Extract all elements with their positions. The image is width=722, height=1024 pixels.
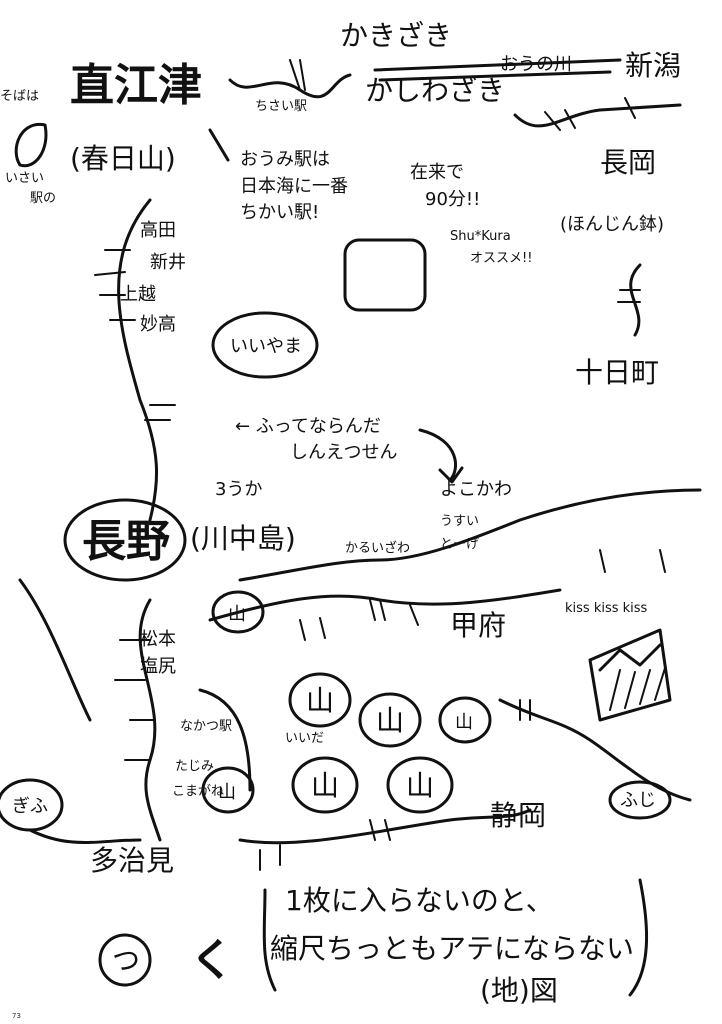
label-tajimi: 多治見 (90, 844, 174, 877)
label-kofu: 甲府 (450, 609, 506, 642)
note-kashiwazaki: かしわざき (365, 74, 505, 107)
label-shizuoka: 静岡 (490, 799, 546, 832)
note-komagane: こまがね (172, 784, 224, 799)
mountain-label: 山 (218, 782, 236, 803)
footer-line-2: 縮尺ちっともアテにならない (270, 932, 634, 965)
left-swoosh (14, 123, 48, 168)
label-arai: 新井 (150, 252, 186, 273)
page-number: 73 (12, 1012, 21, 1020)
note-honkon: (ほんじん鉢) (560, 214, 664, 235)
note-kakizaki: かきざき (340, 19, 452, 52)
arrow-right (418, 428, 464, 484)
note-chiisai: ちさい駅 (255, 99, 307, 114)
underline-kashiwazaki (373, 58, 622, 82)
note-sanuka: 3うか (215, 479, 262, 500)
note-iida: いいだ (285, 731, 324, 746)
route-line-nagaoka (629, 263, 642, 337)
route-line-central-2 (238, 488, 702, 582)
note-toge: とーげ (440, 537, 479, 552)
label-niigata: 新潟 (625, 49, 681, 82)
mountain-label: 山 (455, 712, 473, 733)
route-line-west (18, 578, 92, 722)
circle-iiyama (211, 311, 319, 379)
note-tajimi-small: たじみ (175, 759, 214, 774)
circle-page-mark (98, 933, 152, 987)
bracket-footer (262, 888, 277, 992)
bracket-mark: く (190, 935, 234, 986)
route-line-niigata (513, 103, 682, 128)
circle-gifu (0, 778, 64, 832)
mountain-label: 山 (228, 604, 246, 625)
bracket-naoetsu (208, 128, 230, 162)
note-shinetsu-2: しんえつせん (290, 442, 397, 463)
mountain-group (201, 590, 492, 814)
bracket-footer-right (628, 878, 649, 997)
label-kawanakajima: (川中島) (190, 522, 296, 555)
label-nagaoka: 長岡 (600, 146, 656, 179)
note-yokokawa: よこかわ (440, 479, 512, 500)
fuji-hatching (609, 667, 666, 711)
route-line-tokaido (238, 808, 532, 845)
circle-mark: つ (112, 944, 140, 977)
footer-line-1: 1枚に入らないのと、 (285, 884, 554, 917)
note-oumi-3: ちかい駅! (240, 202, 319, 223)
mountain-label: 山 (406, 769, 434, 802)
note-oumi-2: 日本海に一番 (240, 176, 348, 197)
route-line-south (28, 828, 142, 844)
label-naoetsu: 直江津 (70, 60, 202, 111)
mountain-label: 山 (311, 769, 339, 802)
mountain-label: 山 (376, 704, 404, 737)
circle-nagano (63, 498, 187, 582)
route-line-shinano (117, 198, 159, 522)
label-shiojiri: 塩尻 (140, 656, 176, 677)
note-kiss: kiss kiss kiss (565, 601, 648, 616)
label-kasugayama: (春日山) (70, 142, 176, 175)
footer-line-3: (地)図 (480, 974, 558, 1007)
note-left-small: 駅の (30, 191, 56, 206)
note-zaikai-1: 在来で (410, 162, 464, 183)
note-ouminokami: おうの川 (500, 54, 572, 75)
label-matsumoto: 松本 (140, 629, 176, 650)
note-nakatsugawa: なかつ駅 (180, 719, 232, 734)
fuji-sketch (588, 628, 672, 722)
note-shukura-1: Shu*Kura (450, 229, 511, 244)
note-shukura-2: オススメ!! (470, 251, 532, 266)
note-zaikai-2: 90分!! (425, 189, 480, 210)
note-left-top: そばは (0, 89, 39, 104)
circle-fuji (608, 780, 672, 820)
label-myoko: 妙高 (140, 314, 176, 335)
route-line-iida (198, 688, 252, 792)
note-usui: うすい (440, 514, 479, 529)
note-oumi-1: おうみ駅は (240, 149, 330, 170)
mountain-label: 山 (306, 684, 334, 717)
label-joetsu: 上越 (120, 284, 156, 305)
label-nagano: 長野 (82, 516, 170, 567)
label-fuji: ふじ (620, 790, 656, 811)
route-line-north-coast (228, 73, 352, 99)
label-takada: 高田 (140, 220, 176, 241)
station-ticks (94, 59, 666, 871)
doodle-face (343, 238, 427, 312)
route-line-minobu (498, 698, 692, 802)
note-shinetsu-1: ← ふってならんだ (235, 416, 381, 437)
note-left-mid: いさい (5, 171, 44, 186)
label-gifu: ぎふ (12, 796, 48, 817)
note-karuizawa: かるいざわ (345, 540, 410, 556)
note-iiyama: いいやま (230, 336, 302, 357)
label-tokamachi: 十日町 (575, 356, 659, 389)
